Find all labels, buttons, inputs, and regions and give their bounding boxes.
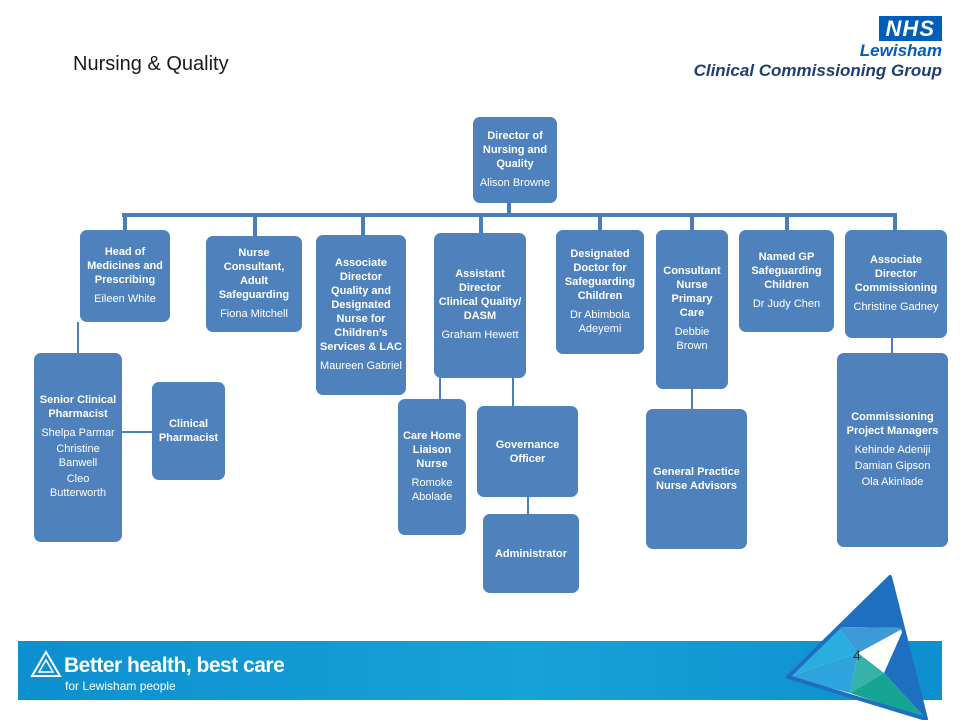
person-name: Eileen White [94,292,156,305]
person-name: Ola Akinlade [861,475,924,488]
person-name: Kehinde Adeniji [854,443,931,456]
box-director: Director of Nursing and Quality Alison B… [473,117,557,203]
role-label: Head of Medicines and Prescribing [87,245,163,286]
role-label: Nurse Consultant, Adult Safeguarding [218,246,290,301]
footer-tagline: Better health, best care [64,654,285,677]
triangle-logo-icon [30,650,62,677]
role-label: Named GP Safeguarding Children [751,250,822,291]
person-name: Debbie Brown [674,326,710,352]
box-commissioning-managers: Commissioning Project Managers Kehinde A… [837,353,948,547]
box-gp-nurse-advisors: General Practice Nurse Advisors [646,409,747,549]
person-name: Alison Browne [479,176,551,189]
role-label: Designated Doctor for Safeguarding Child… [564,247,636,302]
role-label: Associate Director Quality and Designate… [320,256,402,353]
role-label: Clinical Pharmacist [158,418,219,444]
nhs-org-subtitle: Clinical Commissioning Group [693,61,942,80]
box-care-home-nurse: Care Home Liaison Nurse Romoke Abolade [398,399,466,535]
triangle-emblem-icon [786,575,928,720]
nhs-logo: NHS Lewisham Clinical Commissioning Grou… [694,16,942,81]
slide-title: Nursing & Quality [73,53,229,75]
role-label: General Practice Nurse Advisors [653,466,740,492]
box-consultant-nurse: Consultant Nurse Primary Care Debbie Bro… [656,230,728,389]
box-assoc-director-quality: Associate Director Quality and Designate… [316,235,406,395]
person-name: Shelpa Parmar [41,427,115,439]
person-name: Fiona Mitchell [220,307,288,320]
box-nurse-consultant: Nurse Consultant, Adult Safeguarding Fio… [206,236,302,332]
box-administrator: Administrator [483,514,579,593]
person-name: Dr Abimbola Adeyemi [570,308,630,335]
role-label: Care Home Liaison Nurse [402,429,462,470]
box-assistant-director: Assistant Director Clinical Quality/ DAS… [434,233,526,378]
role-label: Senior Clinical Pharmacist [39,394,117,420]
person-name: Christine Banwell [56,443,100,469]
box-senior-pharmacist: Senior Clinical Pharmacist Shelpa Parmar… [34,353,122,542]
role-label: Consultant Nurse Primary Care [663,265,721,319]
person-name: Maureen Gabriel [320,359,402,372]
box-designated-doctor: Designated Doctor for Safeguarding Child… [556,230,644,354]
role-label: Associate Director Commissioning [854,253,938,294]
person-name: Christine Gadney [853,300,939,313]
person-name: Graham Hewett [441,329,519,341]
person-name: Cleo Butterworth [49,473,107,499]
person-name: Romoke Abolade [411,476,453,503]
box-clinical-pharmacist: Clinical Pharmacist [152,382,225,480]
person-name: Damian Gipson [854,459,931,472]
nhs-org-name: Lewisham [859,41,942,60]
role-label: Administrator [494,547,568,560]
role-label: Governance Officer [495,438,560,465]
role-label: Commissioning Project Managers [846,410,939,437]
box-assoc-director-commissioning: Associate Director Commissioning Christi… [845,230,947,338]
nhs-badge: NHS [878,16,942,41]
footer-band [18,641,942,700]
box-named-gp: Named GP Safeguarding Children Dr Judy C… [739,230,834,332]
page-number: 4 [853,647,861,663]
footer-subline: for Lewisham people [65,679,176,693]
person-name: Dr Judy Chen [752,297,821,310]
role-label: Assistant Director Clinical Quality/ DAS… [438,268,522,322]
box-head-medicines: Head of Medicines and Prescribing Eileen… [80,230,170,322]
role-label: Director of Nursing and Quality [482,129,548,170]
box-governance-officer: Governance Officer [477,406,578,497]
